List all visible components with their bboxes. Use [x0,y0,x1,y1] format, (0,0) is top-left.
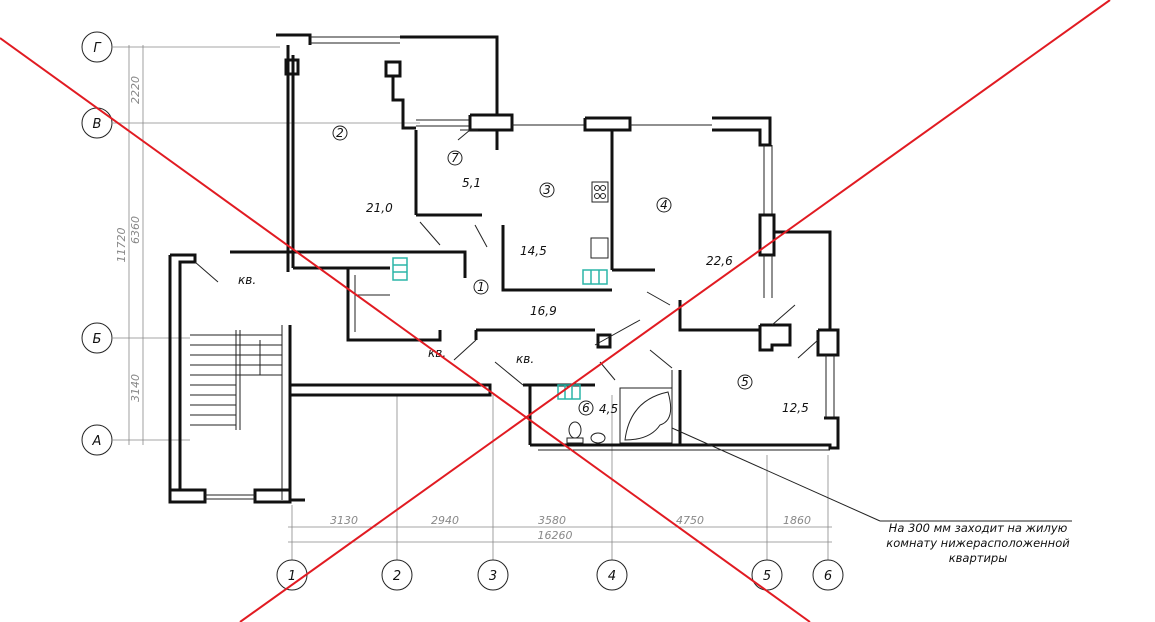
room-area-5: 12,5 [782,401,809,415]
axis-label-g: Г [93,41,102,56]
dimensions: 2220 6360 11720 3140 3130 2940 3580 4750… [115,76,811,542]
room-number-3: 3 [543,183,551,197]
column-axis-markers: 1 2 3 4 5 6 [276,559,844,591]
apartment-label: кв. [516,352,534,366]
axis-label-b: Б [93,332,102,347]
stair-treads [190,330,282,430]
apartment-label: кв. [238,273,256,287]
cancellation-cross [0,0,1111,622]
axis-label-3: 3 [489,569,497,584]
note-line-3: квартиры [949,551,1008,565]
room-area-7: 5,1 [462,176,481,190]
room-area-3: 14,5 [520,244,547,258]
dim-col-4: 4750 [676,514,704,527]
washbasin-icon [590,432,606,444]
dim-col-5: 1860 [783,514,811,527]
note-line-1: На 300 мм заходит на жилую [889,521,1068,535]
axis-label-2: 2 [393,569,401,584]
annotation-note: На 300 мм заходит на жилую комнату нижер… [671,427,1072,565]
dim-v-b: 6360 [129,216,142,244]
room-number-1: 1 [477,280,485,294]
room-area-1: 16,9 [530,304,557,318]
dim-col-total: 16260 [538,529,573,542]
bathtub-icon [619,387,673,444]
dim-total-rows: 11720 [115,228,128,263]
door-swings [194,129,819,386]
axis-label-v: В [93,117,102,132]
dim-b-a: 3140 [129,374,142,402]
axis-label-5: 5 [763,569,771,584]
room-number-7: 7 [451,151,459,165]
axis-lines [113,45,832,560]
room-number-2: 2 [336,126,344,140]
dim-g-v: 2220 [129,76,142,104]
row-axis-markers: Г В Б А [81,31,113,456]
axis-label-a: А [92,434,102,449]
dim-col-3: 3580 [538,514,566,527]
ventilation-ducts [392,257,608,400]
axis-label-6: 6 [824,569,832,584]
dim-col-2: 2940 [431,514,459,527]
room-number-5: 5 [741,375,749,389]
room-number-6: 6 [582,401,590,415]
stove-icon [591,181,609,203]
axis-label-4: 4 [608,569,616,584]
note-line-2: комнату нижерасположенной [886,536,1070,550]
room-area-6: 4,5 [599,402,618,416]
walls [168,33,840,504]
dim-col-1: 3130 [330,514,358,527]
room-number-4: 4 [660,198,668,212]
room-area-4: 22,6 [706,254,733,268]
sink-icon [590,237,609,259]
toilet-icon [566,421,584,444]
axis-label-1: 1 [288,569,296,584]
room-area-2: 21,0 [366,201,393,215]
fixtures [392,181,673,444]
